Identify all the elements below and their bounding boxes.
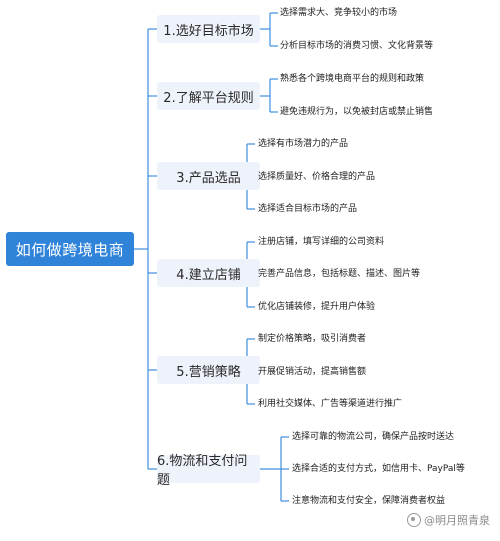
leaf-4-1: 注册店铺，填写详细的公司资料 <box>258 237 385 247</box>
branch-node-3: 3.产品选品 <box>157 162 260 190</box>
leaf-6-1: 选择可靠的物流公司，确保产品按时送达 <box>292 432 455 442</box>
branch-node-6: 6.物流和支付问题 <box>157 454 260 488</box>
leaf-3-2: 选择质量好、价格合理的产品 <box>258 172 376 182</box>
branch-node-2: 2.了解平台规则 <box>157 82 260 110</box>
leaf-6-3: 注意物流和支付安全，保障消费者权益 <box>292 496 446 506</box>
root-node: 如何做跨境电商 <box>6 232 134 266</box>
leaf-5-1: 制定价格策略，吸引消费者 <box>258 334 367 344</box>
leaf-2-2: 避免违规行为，以免被封店或禁止销售 <box>280 107 434 117</box>
leaf-3-3: 选择适合目标市场的产品 <box>258 204 358 214</box>
leaf-3-1: 选择有市场潜力的产品 <box>258 139 349 149</box>
branch-node-4: 4.建立店铺 <box>157 259 260 287</box>
watermark: @明月照青泉 <box>407 512 490 528</box>
watermark-text: @明月照青泉 <box>424 514 490 527</box>
leaf-2-1: 熟悉各个跨境电商平台的规则和政策 <box>280 74 425 84</box>
leaf-4-3: 优化店铺装修，提升用户体验 <box>258 302 376 312</box>
leaf-5-2: 开展促销活动，提高销售额 <box>258 367 367 377</box>
leaf-4-2: 完善产品信息，包括标题、描述、图片等 <box>258 269 421 279</box>
leaf-1-1: 选择需求大、竞争较小的市场 <box>280 8 398 18</box>
leaf-5-3: 利用社交媒体、广告等渠道进行推广 <box>258 399 403 409</box>
watermark-logo-icon <box>407 513 421 527</box>
leaf-1-2: 分析目标市场的消费习惯、文化背景等 <box>280 41 434 51</box>
branch-node-1: 1.选好目标市场 <box>157 15 260 43</box>
leaf-6-2: 选择合适的支付方式，如信用卡、PayPal等 <box>292 464 465 474</box>
branch-node-5: 5.营销策略 <box>157 356 260 384</box>
